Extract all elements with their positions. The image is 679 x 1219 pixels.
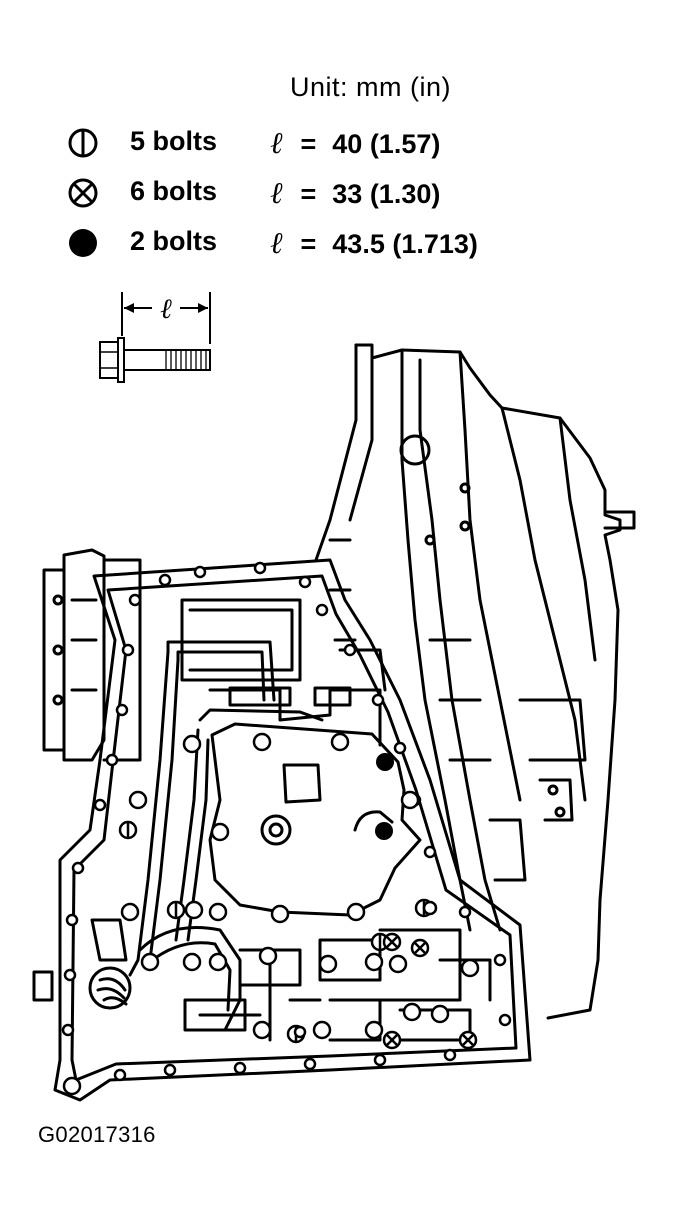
legend-length: ℓ=43.5 (1.713) [270, 226, 478, 261]
unit-label: Unit: mm (in) [290, 72, 451, 102]
valve-body-bolts [120, 732, 480, 1040]
legend-count: 6 bolts [130, 176, 218, 206]
valve-body-plate [208, 722, 422, 917]
transmission-case [314, 343, 636, 1020]
figure-code: G02017316 [38, 1122, 156, 1147]
legend-count: 5 bolts [130, 126, 218, 156]
legend-length: ℓ=33 (1.30) [270, 176, 441, 211]
filled-circle-icon [69, 229, 97, 257]
left-housing [42, 548, 142, 762]
legend-count: 2 bolts [130, 226, 218, 256]
circle-bar-icon [68, 128, 98, 158]
bolt-length-diagram: ℓ [99, 292, 211, 383]
circle-cross-icon [68, 178, 98, 208]
gasket-holes [61, 561, 512, 1096]
legend-length: ℓ=40 (1.57) [270, 126, 441, 161]
bolt-icon [99, 337, 211, 383]
legend-row-5-bolts: 5 bolts ℓ=40 (1.57) [62, 124, 582, 164]
bolts-2-marker [375, 753, 394, 840]
legend-row-2-bolts: 2 bolts ℓ=43.5 (1.713) [62, 224, 582, 264]
bolts-6-marker [293, 900, 478, 1050]
transmission-valve-body-drawing [32, 343, 636, 1102]
legend-row-6-bolts: 6 bolts ℓ=33 (1.30) [62, 174, 582, 214]
upper-components [180, 598, 387, 747]
harness-connector [88, 966, 132, 1010]
bolt-length-symbol: ℓ [160, 292, 172, 325]
oil-pan-gasket [53, 558, 532, 1102]
